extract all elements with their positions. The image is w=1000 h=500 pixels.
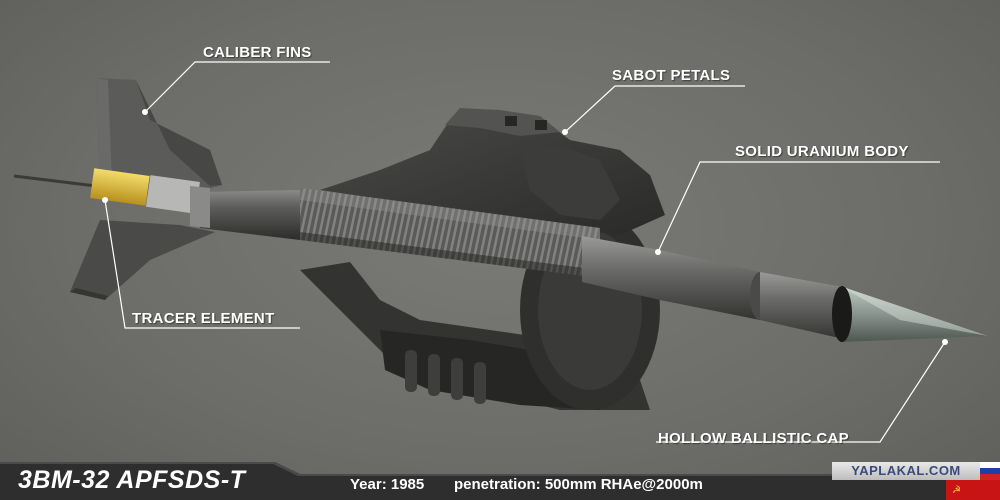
russian-flag-icon [980, 462, 1000, 480]
label-uranium-body: SOLID URANIUM BODY [735, 143, 909, 160]
ballistic-cap [832, 286, 988, 342]
sabot-front [320, 108, 665, 235]
year-text: Year: 1985 [350, 476, 425, 493]
footer-bar: 3BM-32 APFSDS-T Year: 1985 penetration: … [0, 462, 1000, 500]
tail-section [13, 168, 210, 228]
label-sabot-petals: SABOT PETALS [612, 67, 731, 84]
svg-text:☭: ☭ [952, 485, 961, 496]
penetrator-rod [200, 188, 600, 278]
callout-dots [102, 109, 948, 345]
watermark: YAPLAKAL.COM [832, 462, 980, 480]
projectile-title: 3BM-32 APFSDS-T [18, 466, 246, 494]
callout-lines [104, 61, 946, 443]
penetration-text: penetration: 500mm RHAe@2000m [454, 476, 703, 493]
tracer-element [90, 168, 150, 206]
label-tracer-element: TRACER ELEMENT [132, 310, 275, 327]
label-ballistic-cap: HOLLOW BALLISTIC CAP [658, 430, 849, 447]
uranium-body [582, 236, 848, 340]
soviet-flag-icon: ☭ [946, 480, 1000, 500]
caliber-fins [70, 78, 222, 300]
label-caliber-fins: CALIBER FINS [203, 44, 312, 61]
